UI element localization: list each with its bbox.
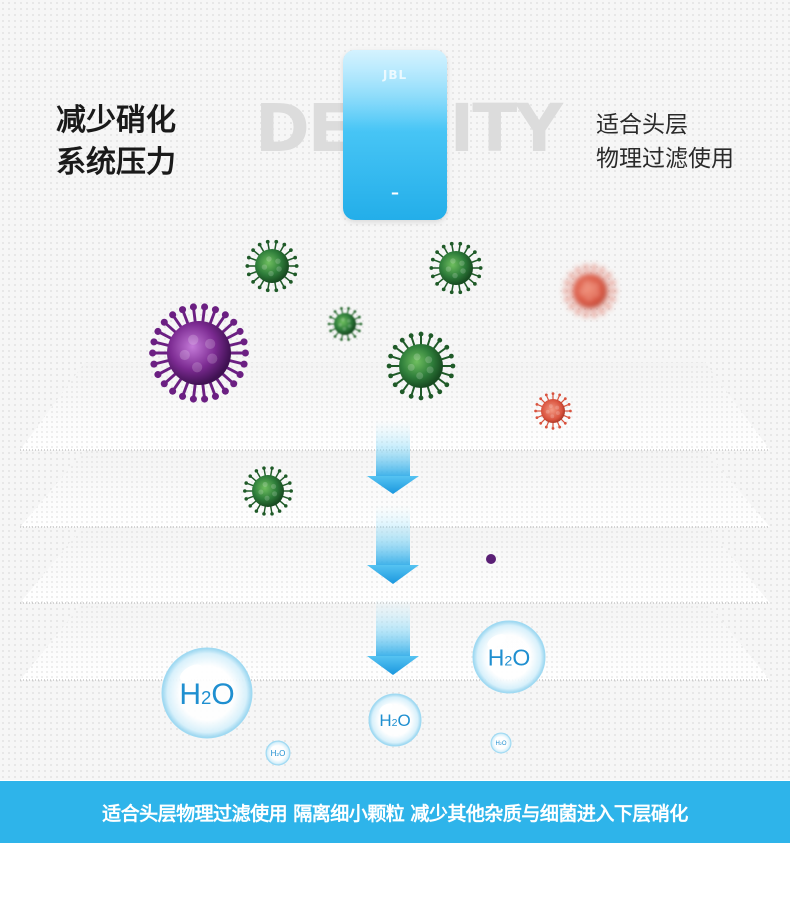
side-note: 适合头层 物理过滤使用 (596, 108, 734, 176)
virus-icon (386, 331, 456, 401)
particle-dot (486, 554, 496, 564)
arrow-down-icon (367, 598, 419, 675)
virus-icon (243, 466, 293, 516)
product-card: JBL – (343, 50, 447, 220)
water-bubble-icon: H2O (368, 693, 422, 747)
filter-sheet-1 (20, 362, 770, 451)
side-note-line-2: 物理过滤使用 (596, 146, 734, 172)
virus-icon (149, 303, 249, 403)
h2o-label: H2O (488, 644, 530, 670)
bottom-banner: 适合头层物理过滤使用 隔离细小颗粒 减少其他杂质与细菌进入下层硝化 (0, 781, 790, 843)
h2o-label: H2O (179, 678, 234, 711)
h2o-label: H2O (271, 749, 286, 758)
headline: 减少硝化 系统压力 (56, 100, 176, 184)
virus-icon (534, 392, 572, 430)
water-bubble-icon: H2O (490, 732, 512, 754)
h2o-label: H2O (495, 741, 506, 747)
filter-scene: H2O H2O H2O H2O H2O (20, 239, 770, 766)
arrow-down-icon (367, 505, 419, 584)
virus-icon (429, 241, 483, 295)
arrow-down-icon (367, 420, 419, 494)
water-bubble-icon: H2O (161, 647, 253, 739)
headline-line-2: 系统压力 (56, 145, 176, 180)
side-note-line-1: 适合头层 (596, 112, 688, 138)
banner-text: 适合头层物理过滤使用 隔离细小颗粒 减少其他杂质与细菌进入下层硝化 (102, 802, 688, 825)
water-bubble-icon: H2O (265, 740, 291, 766)
h2o-label: H2O (379, 711, 410, 730)
product-brand: JBL (382, 68, 408, 82)
product-dash: – (391, 183, 399, 202)
virus-icon (327, 307, 363, 341)
headline-line-1: 减少硝化 (56, 103, 176, 138)
water-bubble-icon: H2O (472, 620, 546, 694)
virus-icon (245, 239, 299, 293)
product-sheen (343, 50, 447, 132)
virus-icon (563, 264, 617, 318)
